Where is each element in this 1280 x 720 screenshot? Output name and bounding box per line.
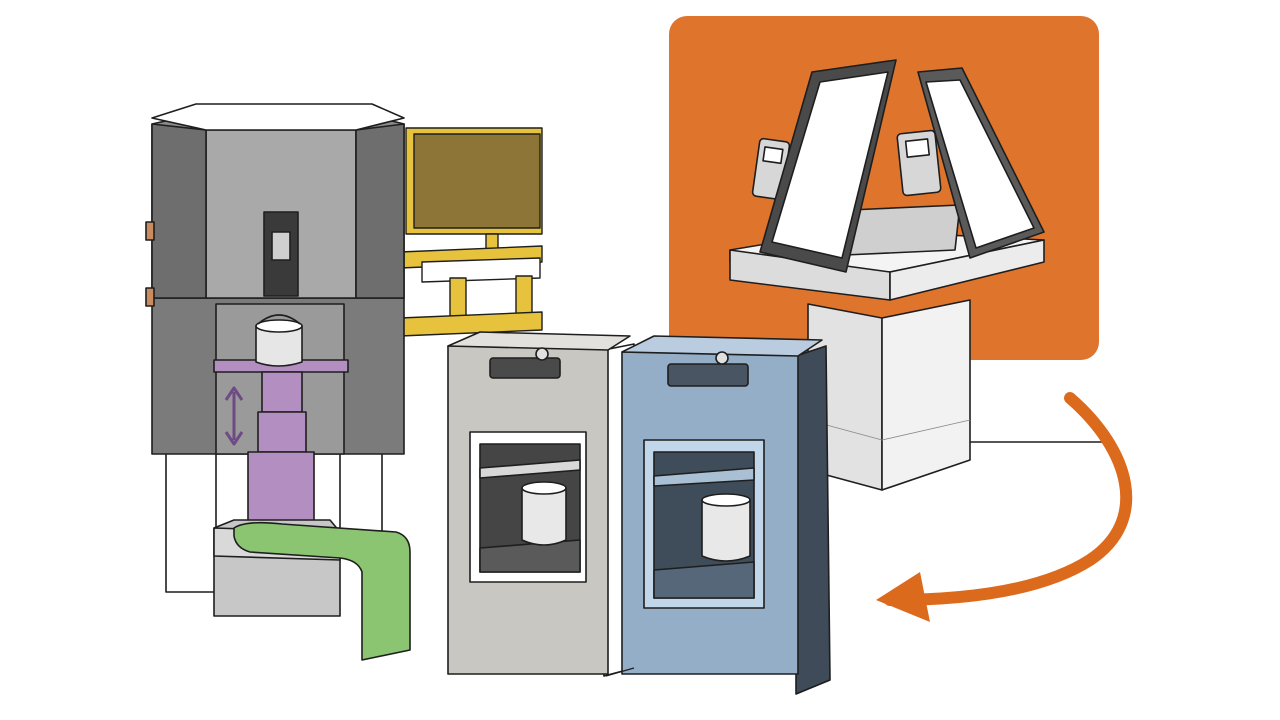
bucket <box>701 493 751 562</box>
tower-top-cap <box>151 103 405 131</box>
monitor <box>399 127 543 337</box>
kiosk <box>729 59 1112 491</box>
monitor-screen <box>413 133 541 229</box>
bucket <box>521 481 567 546</box>
lift-arrow-icon <box>224 386 244 446</box>
bucket <box>255 314 303 367</box>
lift-column <box>261 371 303 413</box>
cabinet-beige <box>447 331 635 677</box>
green-base-arm <box>233 521 411 661</box>
kiosk-pedestal-side <box>881 299 971 491</box>
curved-arrow-icon <box>876 392 1133 622</box>
dispensing-tower <box>145 103 411 661</box>
cabinet-blue <box>621 335 831 695</box>
ground-marks <box>605 667 831 695</box>
